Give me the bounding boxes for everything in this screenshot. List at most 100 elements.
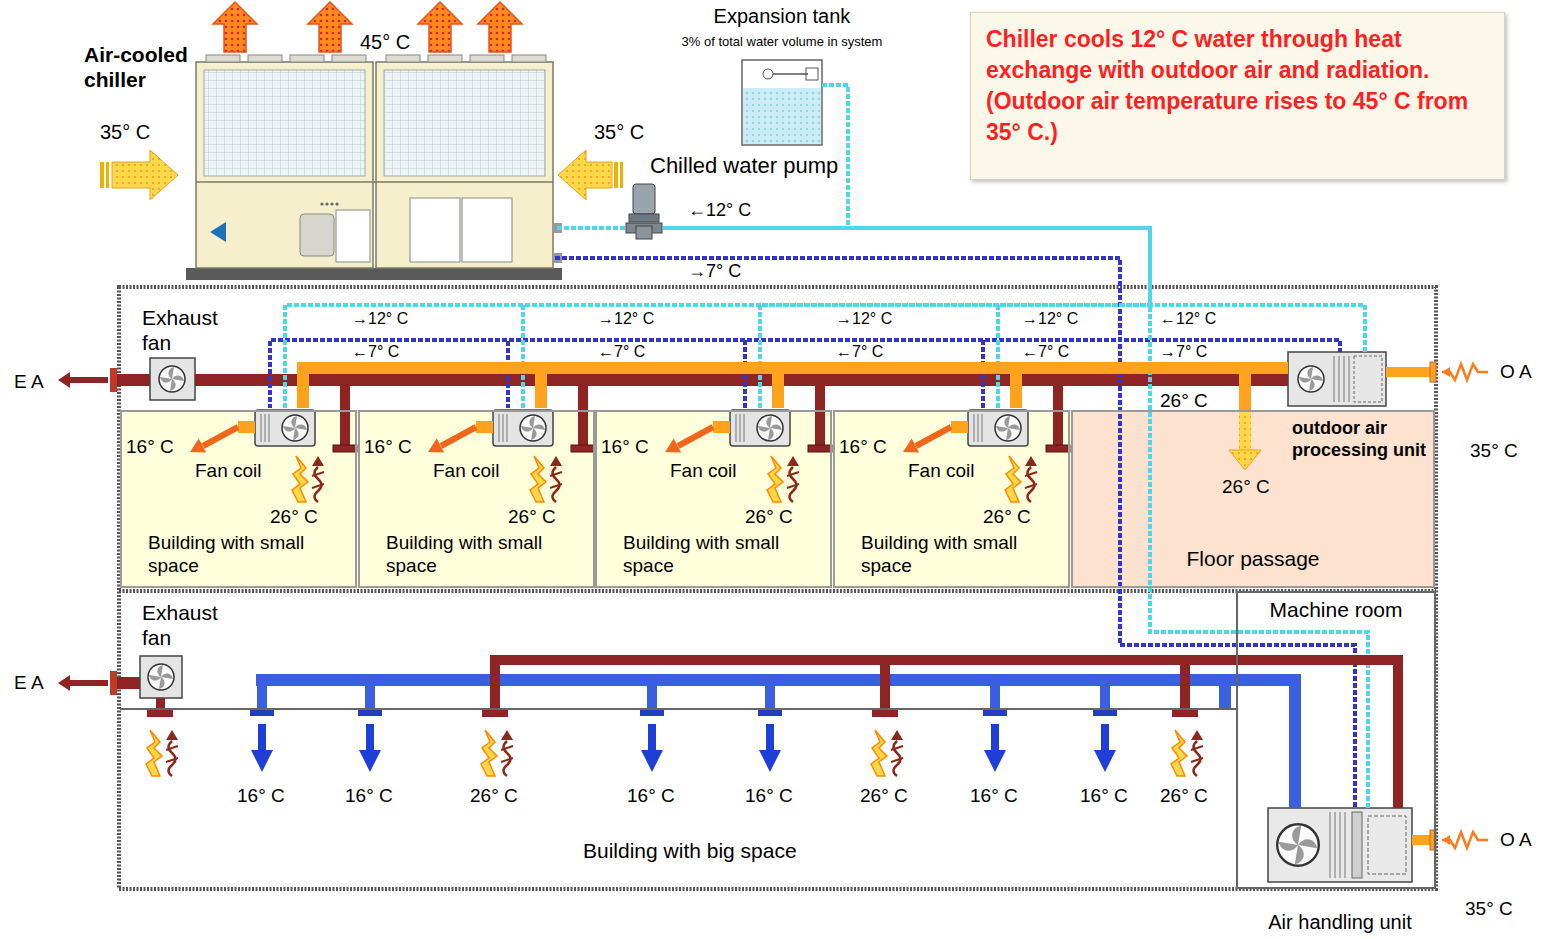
node-text: 3% of total water volume in system: [582, 34, 982, 50]
text-anchor: 26° C: [470, 785, 518, 808]
pump-symbol: [626, 223, 662, 233]
temperature-label: 26° C: [983, 506, 1031, 529]
room-fills: [1071, 410, 1435, 588]
temperature-label: O A: [1500, 361, 1532, 384]
text-anchor: 35° C: [1465, 898, 1513, 921]
room-equipment: [665, 384, 832, 502]
lower-ducts: [871, 664, 903, 776]
air-cooled-chiller: [332, 55, 366, 62]
air-cooled-chiller: [248, 55, 282, 62]
temperature-label: 16° C: [627, 785, 675, 808]
pump-symbol: [633, 184, 655, 214]
building-outline: [119, 287, 1436, 889]
outdoor-air-arrows: [614, 162, 618, 188]
note-box: Chiller cools 12° C water through heat e…: [970, 12, 1505, 180]
air-cooled-chiller: [325, 202, 328, 205]
text-anchor: ←7° C: [836, 342, 883, 361]
text-anchor: ←7° C: [352, 342, 399, 361]
text-anchor: 16° C: [345, 785, 393, 808]
air-cooled-chiller: [204, 70, 365, 176]
air-cooled-chiller: [186, 55, 562, 280]
text-anchor: 35° C: [100, 120, 150, 144]
temperature-label: O A: [1500, 829, 1532, 852]
text-anchor: Building with big space: [583, 838, 797, 863]
temperature-label: →12° C: [836, 309, 892, 328]
temperature-label: 26° C: [745, 506, 793, 529]
fan-coil: Fan coil: [428, 408, 558, 484]
exhaust-fan-symbol: [70, 680, 108, 686]
air-cooled-chiller: [320, 202, 323, 205]
outdoor-air-unit: outdoor air processing unit: [1288, 352, 1386, 406]
lower-ducts: [490, 655, 1185, 665]
room-equipment: [428, 384, 595, 502]
exhaust-fan-symbol: [148, 664, 174, 690]
node-text: Chiller cools 12° C water through heat e…: [986, 24, 1486, 148]
water-pipe: [555, 258, 1340, 352]
pump-symbol: [636, 226, 652, 239]
node-text: Fan coil: [670, 460, 737, 483]
room-equipment: [903, 384, 1070, 502]
outdoor-air-unit-symbol: [1442, 364, 1488, 380]
text-anchor: →12° C: [598, 309, 654, 328]
lower-ducts: [1093, 686, 1117, 772]
text-anchor: 16° C: [745, 785, 793, 808]
text-anchor: →7° C: [688, 261, 741, 283]
text-anchor: O A: [1500, 361, 1532, 384]
text-anchor: 45° C: [360, 30, 410, 54]
air-handling-unit-symbol: [1268, 808, 1412, 882]
exhaust-fan-symbol: [58, 372, 70, 388]
node-text: Fan coil: [195, 460, 262, 483]
water-pipe: [555, 258, 1120, 408]
node-text: Exhaust fan: [142, 305, 242, 355]
water-pipe: [555, 258, 1120, 408]
temperature-label: 35° C: [100, 120, 150, 144]
air-cooled-chiller: [206, 55, 240, 62]
air-duct: [1016, 368, 1288, 408]
outdoor-air-unit-symbol: [1298, 366, 1324, 392]
water-pipe: [555, 226, 625, 230]
text-anchor: 26° C: [1222, 476, 1270, 499]
temperature-label: 16° C: [126, 436, 174, 459]
text-anchor: O A: [1500, 829, 1532, 852]
node-text: Air-cooled chiller: [84, 42, 194, 92]
water-pipe: [270, 258, 1120, 408]
text-anchor: 26° C: [508, 506, 556, 529]
room-equipment: [190, 384, 1070, 502]
text-anchor: 16° C: [839, 436, 887, 459]
water-pipe: [663, 228, 1150, 408]
text-anchor: Floor passage: [1073, 546, 1433, 571]
temperature-label: ←7° C: [352, 342, 399, 361]
passage-supply-arrow: [1229, 412, 1261, 470]
text-anchor: 35° C: [594, 120, 644, 144]
exhaust-fan-symbol: [70, 377, 108, 383]
temperature-label: →7° C: [1160, 342, 1207, 361]
temperature-label: →12° C: [1022, 309, 1078, 328]
text-anchor: →7° C: [1160, 342, 1207, 361]
temperature-label: 26° C: [1222, 476, 1270, 499]
text-anchor: 16° C: [970, 785, 1018, 808]
temperature-label: 35° C: [594, 120, 644, 144]
exhaust-fan-symbol: [159, 366, 185, 392]
text-anchor: Exhaust fan: [142, 305, 242, 355]
text-anchor: →12° C: [836, 309, 892, 328]
exhaust-fan: Exhaust fan: [138, 598, 243, 698]
node-text: Building with small space: [386, 532, 581, 578]
text-anchor: Air handling unit: [1248, 910, 1432, 934]
temperature-label: 26° C: [1160, 785, 1208, 808]
room-equipment: [190, 384, 357, 502]
air-handling-unit-symbol: [1268, 808, 1488, 882]
hot-air-arrows: [478, 2, 522, 52]
node-text: outdoor air processing unit: [1292, 418, 1434, 461]
passage-supply-arrow: [1229, 450, 1261, 470]
text-anchor: 16° C: [627, 785, 675, 808]
temperature-label: ←7° C: [1022, 342, 1069, 361]
temperature-label: 16° C: [745, 785, 793, 808]
room-fills: [120, 410, 1071, 588]
temperature-label: 16° C: [970, 785, 1018, 808]
text-anchor: 16° C: [126, 436, 174, 459]
lower-ducts: [758, 686, 782, 772]
temperature-label: ←7° C: [836, 342, 883, 361]
fan-coil: Fan coil: [665, 408, 795, 484]
temperature-label: 16° C: [1080, 785, 1128, 808]
node-text: Fan coil: [908, 460, 975, 483]
